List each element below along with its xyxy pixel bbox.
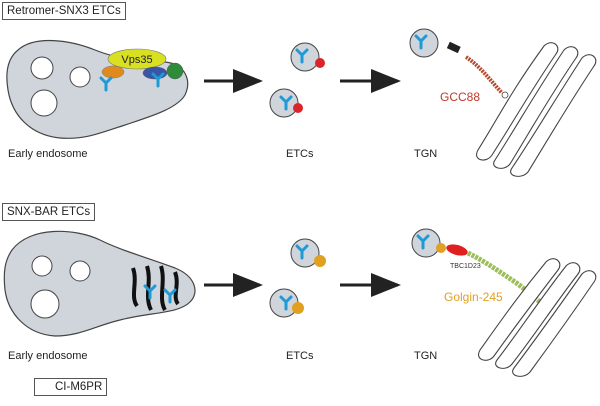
vesicle-hole <box>31 255 53 277</box>
etc-vesicle <box>409 28 439 58</box>
tgn-cisternae <box>478 258 597 377</box>
snx-bar-coat <box>292 302 304 314</box>
tbc1d23-label: TBC1D23 <box>450 263 481 270</box>
tbc1d23-protein <box>446 244 468 256</box>
legend-label: CI-M6PR <box>55 381 103 393</box>
vesicle-hole <box>69 260 91 282</box>
early-endosome-bottom <box>3 230 196 337</box>
caption-etcs: ETCs <box>286 350 314 362</box>
legend-box: CI-M6PR <box>34 378 108 396</box>
gcc88-rod <box>464 55 504 95</box>
retromer-coat <box>293 103 303 113</box>
caption-tgn: TGN <box>414 350 438 362</box>
panel-title-bottom: SNX-BAR ETCs <box>2 203 96 221</box>
tgn-cisternae <box>476 42 597 177</box>
caption-early-endosome: Early endosome <box>8 350 88 362</box>
snx-bar-coat <box>314 255 326 267</box>
caption-tgn: TGN <box>414 148 438 160</box>
vps35-label: Vps35 <box>121 54 152 66</box>
vesicle-hole <box>30 56 54 80</box>
golgin-245-label: Golgin-245 <box>444 290 503 304</box>
caption-early-endosome: Early endosome <box>8 148 88 160</box>
etc-vesicle <box>269 88 299 118</box>
etc-vesicle <box>290 42 320 72</box>
snx-bar-coat <box>436 243 446 253</box>
vesicle-hole <box>30 89 58 117</box>
etc-vesicle <box>269 288 299 318</box>
vps29-subunit <box>166 62 184 80</box>
gcc88-label: GCC88 <box>440 90 480 104</box>
vesicle-hole <box>30 289 60 319</box>
vps35-subunit <box>107 48 167 70</box>
vesicle-hole <box>69 66 91 88</box>
panel-title-top: Retromer-SNX3 ETCs <box>2 2 126 20</box>
retromer-coat <box>315 58 325 68</box>
caption-etcs: ETCs <box>286 148 314 160</box>
gcc88-head <box>446 41 461 54</box>
snx3-subunit <box>101 65 125 79</box>
etc-vesicle <box>411 228 441 258</box>
anchor-icon <box>501 91 509 99</box>
